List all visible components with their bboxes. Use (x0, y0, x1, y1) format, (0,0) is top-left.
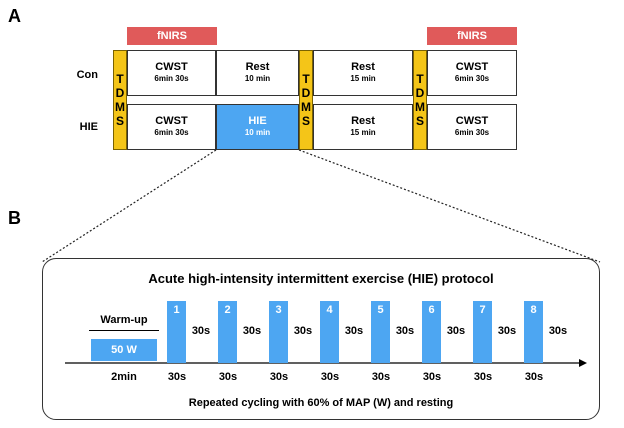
box-title: CWST (155, 61, 188, 73)
arrow-head-icon (579, 359, 587, 367)
work-duration-label: 30s (422, 371, 442, 383)
work-duration-label: 30s (371, 371, 391, 383)
rest-duration-label: 30s (548, 325, 568, 337)
bout-number: 7 (479, 304, 486, 316)
tdms-letter: M (115, 100, 125, 114)
bout-number: 3 (275, 304, 282, 316)
con-cwst-box: CWST 6min 30s (127, 50, 216, 96)
work-duration-label: 30s (167, 371, 187, 383)
box-duration: 6min 30s (454, 74, 490, 83)
rest-duration-label: 30s (395, 325, 415, 337)
fnirs-bar-left: fNIRS (127, 27, 217, 45)
box-title: Rest (351, 115, 375, 127)
con-cwst-box-2: CWST 6min 30s (427, 50, 517, 96)
rest-duration-label: 30s (344, 325, 364, 337)
hie-cwst-box: CWST 6min 30s (127, 104, 216, 150)
tdms-letter: S (415, 114, 424, 128)
rest-duration-label: 30s (497, 325, 517, 337)
box-duration: 10 min (244, 74, 271, 83)
panel-a-label: A (8, 6, 21, 26)
fnirs-label: fNIRS (457, 30, 487, 42)
rest-duration-label: 30s (242, 325, 262, 337)
box-title: HIE (248, 115, 267, 127)
bout-number: 8 (530, 304, 537, 316)
work-duration-label: 30s (524, 371, 544, 383)
box-duration: 15 min (350, 128, 376, 137)
bout-number: 4 (326, 304, 333, 316)
protocol-panel: Acute high-intensity intermittent exerci… (42, 258, 600, 420)
warmup-label: Warm-up (100, 314, 148, 326)
tdms-letter: M (415, 100, 425, 114)
warmup-power: 50 W (111, 344, 137, 356)
hie-cwst-box-2: CWST 6min 30s (427, 104, 517, 150)
work-duration-label: 30s (218, 371, 238, 383)
fnirs-label: fNIRS (157, 30, 187, 42)
rest-duration-label: 30s (293, 325, 313, 337)
hie-exercise-box: HIE 10 min (216, 104, 299, 150)
box-title: Rest (245, 61, 270, 73)
box-title: CWST (155, 115, 188, 127)
protocol-footnote: Repeated cycling with 60% of MAP (W) and… (188, 397, 454, 409)
panel-b-label: B (8, 208, 21, 228)
bout-number: 5 (377, 304, 384, 316)
work-bout-bar: 1 (167, 301, 186, 363)
work-bout-bar: 4 (320, 301, 339, 363)
warmup-divider (89, 330, 159, 331)
box-duration: 6min 30s (454, 128, 490, 137)
tdms-bar-3: T D M S (413, 50, 427, 150)
tdms-letter: D (415, 86, 425, 100)
tdms-letter: D (301, 86, 311, 100)
rest-duration-label: 30s (446, 325, 466, 337)
work-duration-label: 30s (269, 371, 289, 383)
rest-duration-label: 30s (191, 325, 211, 337)
work-bout-bar: 8 (524, 301, 543, 363)
bout-number: 2 (224, 304, 231, 316)
con-rest-box: Rest 10 min (216, 50, 299, 96)
box-duration: 6min 30s (154, 128, 189, 137)
warmup-block: 50 W (91, 339, 157, 361)
box-title: CWST (455, 115, 489, 127)
box-duration: 10 min (244, 128, 271, 137)
row-label-con: Con (76, 69, 98, 81)
tdms-letter: T (116, 72, 124, 86)
protocol-title: Acute high-intensity intermittent exerci… (148, 271, 494, 286)
bout-number: 1 (173, 304, 180, 316)
tdms-letter: T (416, 72, 424, 86)
tdms-letter: D (115, 86, 125, 100)
hie-rest-box: Rest 15 min (313, 104, 413, 150)
tdms-letter: T (302, 72, 310, 86)
work-bout-bar: 7 (473, 301, 492, 363)
warmup-time: 2min (111, 371, 137, 383)
work-bout-bar: 3 (269, 301, 288, 363)
work-duration-label: 30s (473, 371, 493, 383)
tdms-bar-1: T D M S (113, 50, 127, 150)
box-duration: 15 min (350, 74, 376, 83)
box-title: CWST (455, 61, 489, 73)
work-bout-bar: 6 (422, 301, 441, 363)
row-label-hie: HIE (79, 121, 98, 133)
fnirs-bar-right: fNIRS (427, 27, 517, 45)
box-title: Rest (351, 61, 375, 73)
bout-number: 6 (428, 304, 435, 316)
work-duration-label: 30s (320, 371, 340, 383)
work-bout-bar: 5 (371, 301, 390, 363)
work-bout-bar: 2 (218, 301, 237, 363)
box-duration: 6min 30s (154, 74, 189, 83)
tdms-letter: S (301, 114, 310, 128)
tdms-bar-2: T D M S (299, 50, 313, 150)
tdms-letter: M (301, 100, 311, 114)
timeline-axis (65, 359, 587, 367)
con-rest-box-2: Rest 15 min (313, 50, 413, 96)
tdms-letter: S (115, 114, 124, 128)
